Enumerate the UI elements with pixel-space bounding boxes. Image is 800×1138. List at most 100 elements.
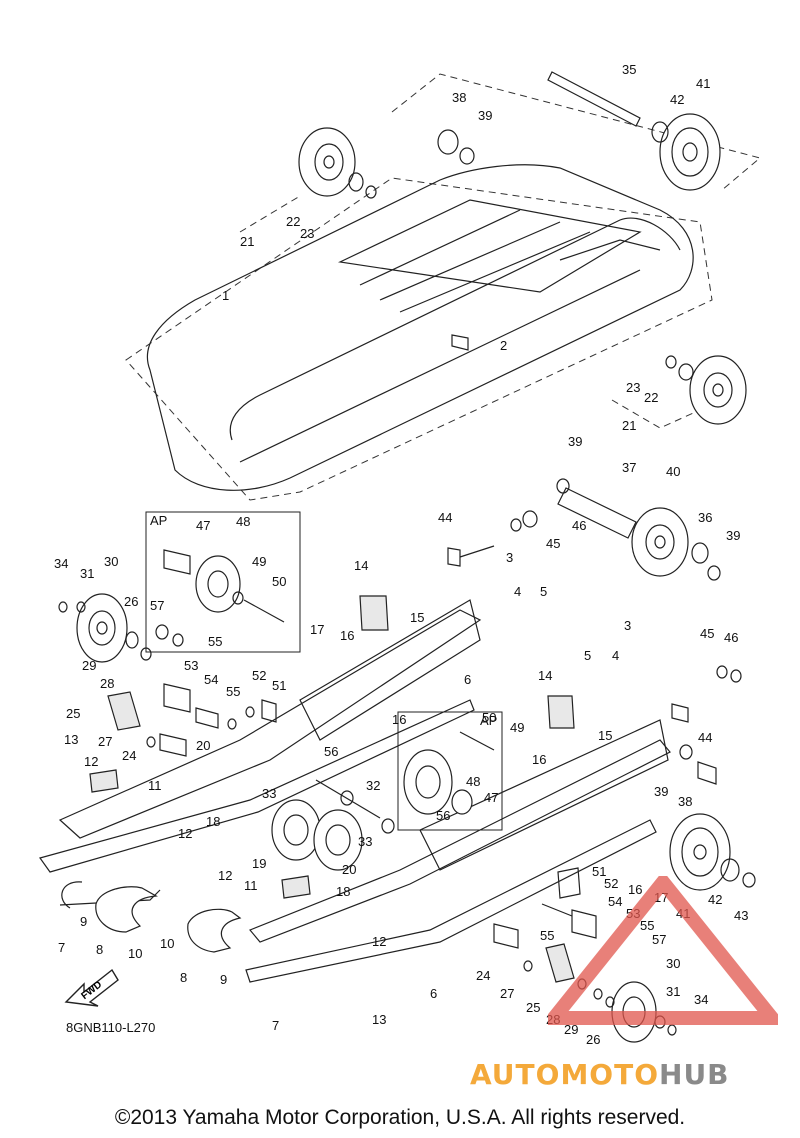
callout-52a: 52 bbox=[252, 668, 266, 683]
track-belt bbox=[146, 164, 694, 491]
idler-wheel-top-left bbox=[298, 127, 377, 199]
callout-15a: 15 bbox=[410, 610, 424, 625]
callout-48a: 48 bbox=[236, 514, 250, 529]
callout-16c: 16 bbox=[532, 752, 546, 767]
callout-35: 35 bbox=[622, 62, 636, 77]
callout-55a: 55 bbox=[208, 634, 222, 649]
callout-47b: 47 bbox=[484, 790, 498, 805]
callout-23b: 23 bbox=[626, 380, 640, 395]
sleeve-53-54 bbox=[163, 683, 277, 730]
collar-38-39-right bbox=[671, 665, 742, 785]
callout-38b: 38 bbox=[678, 794, 692, 809]
callout-49b: 49 bbox=[510, 720, 524, 735]
copyright-footer: ©2013 Yamaha Motor Corporation, U.S.A. A… bbox=[114, 1106, 686, 1129]
blocks-11 bbox=[89, 595, 575, 899]
parts-24-25-right bbox=[493, 867, 597, 983]
callout-43: 43 bbox=[734, 908, 748, 923]
fwd-arrow: FWD bbox=[64, 968, 119, 1007]
track-outline bbox=[125, 73, 762, 501]
callout-21a: 21 bbox=[240, 234, 254, 249]
callout-22a: 22 bbox=[286, 214, 300, 229]
callout-8a: 8 bbox=[96, 942, 103, 957]
callout-12c: 12 bbox=[218, 868, 232, 883]
callout-39b: 39 bbox=[568, 434, 582, 449]
callout-9a: 9 bbox=[80, 914, 87, 929]
callout-9b: 9 bbox=[220, 972, 227, 987]
callout-51a: 51 bbox=[272, 678, 286, 693]
callout-20b: 20 bbox=[342, 862, 356, 877]
callout-57b: 57 bbox=[652, 932, 666, 947]
callout-38a: 38 bbox=[452, 90, 466, 105]
callout-12b: 12 bbox=[178, 826, 192, 841]
callout-56b: 56 bbox=[436, 808, 450, 823]
callout-54a: 54 bbox=[204, 672, 218, 687]
callout-11a: 11 bbox=[148, 778, 162, 793]
callout-26b: 26 bbox=[586, 1032, 600, 1047]
callout-17a: 17 bbox=[310, 622, 324, 637]
wheel-41-right bbox=[669, 813, 756, 891]
callout-36: 36 bbox=[698, 510, 712, 525]
callout-44b: 44 bbox=[698, 730, 712, 745]
idler-wheel-mid-right bbox=[665, 355, 747, 425]
ap-label-right: AP bbox=[480, 713, 497, 728]
watermark-text-a: AUTOMOTO bbox=[470, 1058, 660, 1091]
callout-7a: 7 bbox=[58, 940, 65, 955]
callout-54b: 54 bbox=[608, 894, 622, 909]
axle-37 bbox=[556, 478, 637, 539]
callout-31a: 31 bbox=[80, 566, 94, 581]
callout-29a: 29 bbox=[82, 658, 96, 673]
roller-19 bbox=[271, 779, 395, 871]
callout-22b: 22 bbox=[644, 390, 658, 405]
diagram-code: 8GNB110-L270 bbox=[66, 1020, 155, 1035]
callout-55c: 55 bbox=[640, 918, 654, 933]
callout-46a: 46 bbox=[572, 518, 586, 533]
callout-57a: 57 bbox=[150, 598, 164, 613]
callout-52b: 52 bbox=[604, 876, 618, 891]
callout-29b: 29 bbox=[564, 1022, 578, 1037]
callout-18a: 18 bbox=[206, 814, 220, 829]
callout-30b: 30 bbox=[666, 956, 680, 971]
callout-20a: 20 bbox=[196, 738, 210, 753]
callout-7b: 7 bbox=[272, 1018, 279, 1033]
callout-39c: 39 bbox=[726, 528, 740, 543]
skid-8-right bbox=[187, 908, 242, 953]
callout-45a: 45 bbox=[546, 536, 560, 551]
callout-18b: 18 bbox=[336, 884, 350, 899]
callout-48b: 48 bbox=[466, 774, 480, 789]
callout-50b: 50 bbox=[482, 710, 496, 725]
callout-33a: 33 bbox=[262, 786, 276, 801]
callout-47a: 47 bbox=[196, 518, 210, 533]
callout-31b: 31 bbox=[666, 984, 680, 999]
callout-23a: 23 bbox=[300, 226, 314, 241]
callout-30a: 30 bbox=[104, 554, 118, 569]
callout-55b: 55 bbox=[226, 684, 240, 699]
callout-26a: 26 bbox=[124, 594, 138, 609]
callout-16b: 16 bbox=[392, 712, 406, 727]
callout-4b: 4 bbox=[612, 648, 619, 663]
callout-8b: 8 bbox=[180, 970, 187, 985]
right-rail bbox=[245, 719, 671, 983]
callout-10a: 10 bbox=[128, 946, 142, 961]
callout-34a: 34 bbox=[54, 556, 68, 571]
callout-12a: 12 bbox=[84, 754, 98, 769]
callout-28a: 28 bbox=[100, 676, 114, 691]
collar-38 bbox=[437, 129, 475, 165]
wheel-40 bbox=[631, 507, 721, 581]
callout-33b: 33 bbox=[358, 834, 372, 849]
watermark-logo bbox=[548, 876, 778, 1025]
callout-45b: 45 bbox=[700, 626, 714, 641]
bolt-44-top bbox=[447, 510, 538, 567]
callout-3b: 3 bbox=[624, 618, 631, 633]
callout-46b: 46 bbox=[724, 630, 738, 645]
callout-42a: 42 bbox=[670, 92, 684, 107]
callout-49a: 49 bbox=[252, 554, 266, 569]
callout-15b: 15 bbox=[598, 728, 612, 743]
callout-11b: 11 bbox=[244, 878, 258, 893]
blocks-25-24 bbox=[107, 691, 187, 757]
callout-37: 37 bbox=[622, 460, 636, 475]
callout-25a: 25 bbox=[66, 706, 80, 721]
callout-55d: 55 bbox=[540, 928, 554, 943]
callout-13b: 13 bbox=[372, 1012, 386, 1027]
watermark-text-b: HUB bbox=[659, 1058, 730, 1091]
